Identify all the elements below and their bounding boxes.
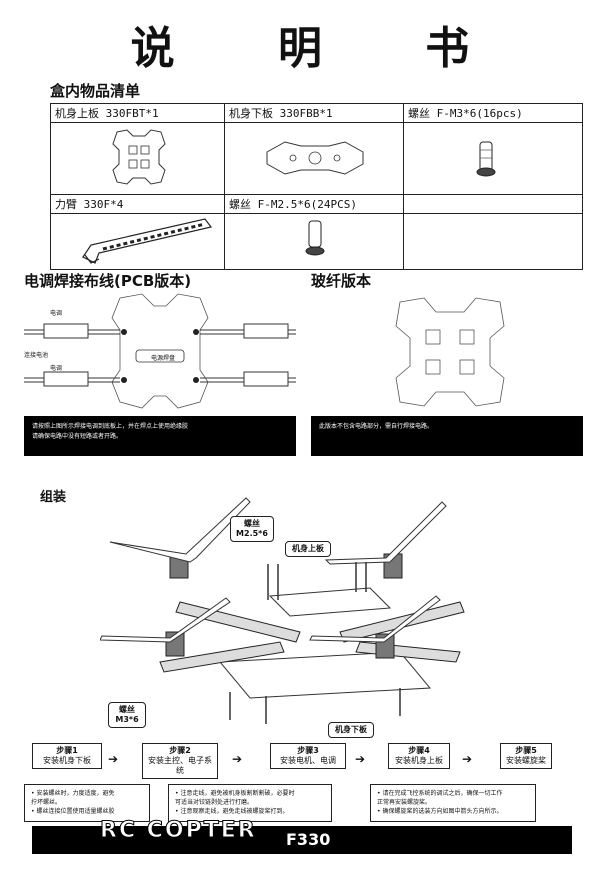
note-middle-line3: • 注意观察走线，避免走线被螺旋桨打到。 — [175, 808, 289, 815]
callout-screw-m25-label: 螺丝 — [244, 519, 260, 528]
part-image-bottom-plate — [224, 122, 404, 195]
note-right-line3: • 确保螺旋桨的选装方向如图中箭头方向所示。 — [377, 808, 503, 815]
part-label-m25-screw: 螺丝 F-M2.5*6(24PCS) — [224, 194, 404, 214]
step-3-desc: 安装电机、电调 — [280, 756, 336, 765]
part-image-m3-screw — [403, 122, 583, 195]
assembly-diagram — [99, 492, 540, 732]
model-name: F330 — [286, 830, 331, 849]
footer-bar — [32, 826, 572, 854]
note-right-line1: • 请在完成飞控系统的调试之后，确保一切工作 — [377, 790, 503, 797]
power-pad-label: 电源焊盘 — [150, 355, 175, 362]
wiring-note-bar: 请按照上图所示焊接电调到底板上，并在焊点上使用绝缘胶 请确保电路中没有短路或者开… — [24, 416, 296, 456]
step-4: 步骤4 安装机身上板 — [388, 743, 450, 769]
step-1-desc: 安装机身下板 — [43, 756, 91, 765]
step-2-desc: 安装主控、电子系统 — [148, 756, 212, 775]
wiring-heading: 电调焊接布线(PCB版本) — [24, 272, 192, 290]
part-image-empty — [403, 213, 583, 270]
note-right-line2: 正常再安装螺旋桨。 — [377, 799, 432, 806]
step-5-desc: 安装螺旋桨 — [506, 756, 546, 765]
wiring-note-line1: 请按照上图所示焊接电调到底板上，并在焊点上使用绝缘胶 — [32, 423, 189, 430]
note-middle-line2: 可适当对铰链剥处进行打磨。 — [175, 799, 254, 806]
wiring-note-line2: 请确保电路中没有短路或者开路。 — [32, 433, 123, 440]
step-5: 步骤5 安装螺旋桨 — [500, 743, 552, 769]
part-label-bottom-plate: 机身下板 330FBB*1 — [224, 103, 404, 123]
step-2-title: 步骤2 — [169, 746, 191, 755]
step-5-title: 步骤5 — [515, 746, 537, 755]
part-label-empty — [403, 194, 583, 214]
note-left-line2: 拧坏螺丝。 — [31, 799, 62, 806]
step-3-title: 步骤3 — [297, 746, 319, 755]
fiberglass-note: 此版本不包含电路部分，需自行焊接电路。 — [319, 423, 434, 430]
step-1-title: 步骤1 — [56, 746, 78, 755]
note-left-line1: • 安装螺丝时，力度适度，避免 — [31, 790, 115, 797]
note-left-line3: • 螺丝连接位置使用适量螺丝胶 — [31, 808, 115, 815]
brand-logo: RC COPTER — [100, 818, 257, 844]
page-title: 说 明 书 — [130, 23, 514, 74]
note-left: • 安装螺丝时，力度适度，避免 拧坏螺丝。 • 螺丝连接位置使用适量螺丝胶 — [24, 784, 150, 822]
arrow-right-icon: ➔ — [462, 752, 473, 766]
esc-label-top: 电调 — [50, 310, 63, 317]
callout-screw-m3-size: M3*6 — [115, 715, 139, 724]
callout-bottom-plate: 机身下板 — [328, 722, 374, 738]
callout-screw-m3-label: 螺丝 — [119, 705, 135, 714]
part-image-arm — [50, 213, 225, 270]
parts-heading: 盒内物品清单 — [50, 82, 141, 100]
part-label-top-plate: 机身上板 330FBT*1 — [50, 103, 225, 123]
part-image-top-plate — [50, 122, 225, 195]
note-right: • 请在完成飞控系统的调试之后，确保一切工作 正常再安装螺旋桨。 • 确保螺旋桨… — [370, 784, 536, 822]
esc-label-bottom: 电调 — [50, 365, 63, 372]
callout-screw-m25: 螺丝 M2.5*6 — [230, 516, 274, 542]
callout-screw-m3: 螺丝 M3*6 — [108, 702, 146, 728]
step-4-desc: 安装机身上板 — [395, 756, 443, 765]
step-4-title: 步骤4 — [408, 746, 430, 755]
wiring-diagram — [24, 290, 296, 416]
step-2: 步骤2 安装主控、电子系统 — [142, 743, 218, 779]
assembly-heading: 组装 — [40, 490, 67, 505]
callout-top-plate: 机身上板 — [285, 541, 331, 557]
fiberglass-note-bar: 此版本不包含电路部分，需自行焊接电路。 — [311, 416, 583, 456]
arrow-right-icon: ➔ — [108, 752, 119, 766]
arrow-right-icon: ➔ — [355, 752, 366, 766]
parts-table: 机身上板 330FBT*1 机身下板 330FBB*1 螺丝 F-M3*6(16… — [50, 103, 583, 270]
arrow-right-icon: ➔ — [232, 752, 243, 766]
part-label-arm: 力臂 330F*4 — [50, 194, 225, 214]
note-middle: • 注意走线，避免被机身板割断割破，必要时 可适当对铰链剥处进行打磨。 • 注意… — [168, 784, 332, 822]
note-middle-line1: • 注意走线，避免被机身板割断割破，必要时 — [175, 790, 295, 797]
part-label-m3-screw: 螺丝 F-M3*6(16pcs) — [403, 103, 583, 123]
callout-screw-m25-size: M2.5*6 — [236, 529, 268, 538]
step-1: 步骤1 安装机身下板 — [32, 743, 102, 769]
step-3: 步骤3 安装电机、电调 — [270, 743, 346, 769]
part-image-m25-screw — [224, 213, 404, 270]
fiberglass-heading: 玻纤版本 — [311, 272, 372, 290]
battery-label: 连接电池 — [24, 352, 49, 359]
fiberglass-plate-diagram — [390, 292, 510, 412]
